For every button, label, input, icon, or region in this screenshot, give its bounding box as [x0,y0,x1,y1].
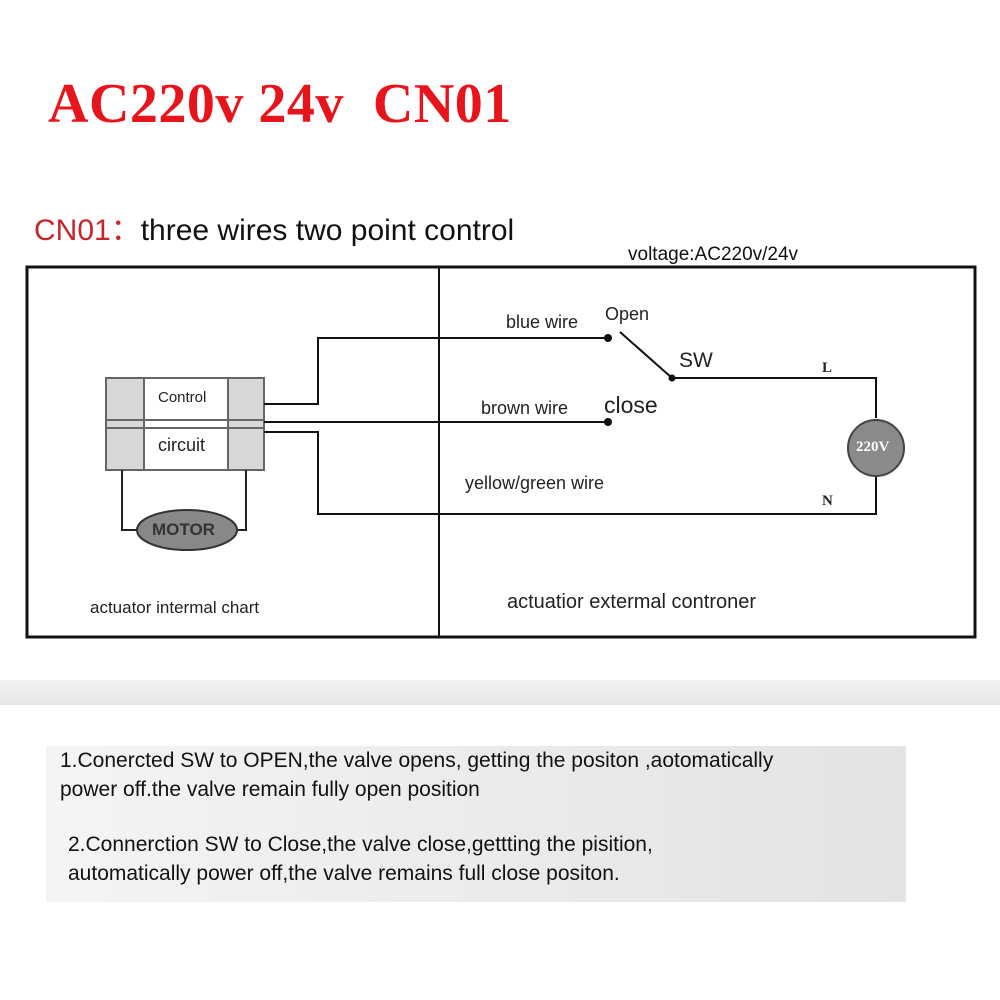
control-label: Control [158,389,207,406]
line-l-label: L [822,360,833,376]
line-n-label: N [822,493,833,509]
model-code: CN01 [34,214,111,247]
voltage-label: voltage:AC220v/24v [628,244,799,265]
instruction-1-line-1: 1.Conercted SW to OPEN,the valve opens, … [60,749,774,772]
open-label: Open [605,304,650,324]
switch-blade [619,331,673,379]
motor-label: MOTOR [152,520,215,539]
switch-label: SW [679,349,713,372]
subtitle-separator: ： [110,214,141,247]
instruction-1-line-2: power off.the valve remain fully open po… [60,778,480,801]
page-title: AC220v 24v CN01 [48,73,512,135]
blue-wire-line [264,337,606,405]
supply-voltage-label: 220V [856,439,890,455]
yellowgreen-wire-label: yellow/green wire [465,473,605,493]
subtitle-text: three wires two point control [140,214,515,247]
close-terminal [604,418,612,426]
instruction-2: 2.Connerction SW to Close,the valve clos… [68,830,653,888]
close-label: close [604,392,658,418]
yellowgreen-wire-line [264,431,877,515]
circuit-label: circuit [158,435,206,455]
external-controller-caption: actuatior extermal controner [507,591,757,613]
separator-band [0,680,1000,705]
supply-symbol [847,419,905,477]
control-circuit-block [105,377,265,471]
blue-wire-label: blue wire [506,312,579,332]
instruction-2-line-1: 2.Connerction SW to Close,the valve clos… [68,833,653,856]
motor-symbol [136,509,238,551]
open-terminal [604,334,612,342]
diagram-subtitle: CN01：three wires two point control [34,205,514,249]
instruction-1: 1.Conercted SW to OPEN,the valve opens, … [60,746,773,804]
internal-chart-caption: actuator intermal chart [90,598,260,617]
wiring-diagram [25,265,977,639]
instructions-panel: 1.Conercted SW to OPEN,the valve opens, … [46,746,906,902]
instruction-2-line-2: automatically power off,the valve remain… [68,862,620,885]
brown-wire-label: brown wire [481,398,569,418]
line-wire [672,377,877,418]
diagram-frame [25,265,977,639]
